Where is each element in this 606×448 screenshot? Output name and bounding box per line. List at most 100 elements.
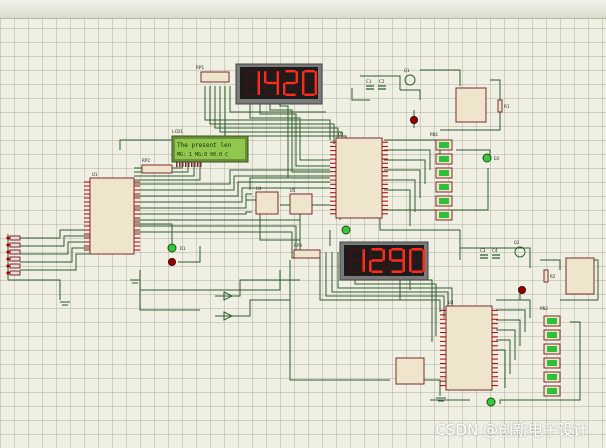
pin: [492, 362, 498, 364]
latch-chip-u2[interactable]: U2: [330, 132, 388, 219]
pin: [330, 213, 336, 215]
pin: [84, 225, 90, 227]
pin: [382, 158, 388, 160]
svg-text:Q1: Q1: [404, 68, 410, 74]
resistor-pack-rp2[interactable]: RP2: [141, 158, 173, 174]
resistor-pack-rp1[interactable]: RP1: [196, 65, 230, 83]
button-terminal: [6, 243, 10, 247]
segment-b: [276, 71, 279, 83]
relay-bank-top[interactable]: RN1: [430, 132, 453, 221]
segment-c: [314, 83, 317, 95]
latch-chip-u3[interactable]: U3: [440, 300, 498, 391]
segment-d: [411, 270, 423, 273]
pin: [84, 241, 90, 243]
segment-c: [257, 83, 260, 95]
display-bottom-digits: [349, 248, 425, 273]
pin: [84, 233, 90, 235]
pin: [382, 209, 388, 211]
pin: [382, 162, 388, 164]
led-d2[interactable]: D2: [482, 153, 500, 163]
segment-e: [283, 83, 286, 95]
segment-d: [391, 270, 403, 273]
transistor-q1[interactable]: Q1: [404, 68, 416, 86]
pin: [440, 332, 446, 334]
pin: [492, 318, 498, 320]
relay-coil: [547, 318, 557, 324]
segment-a: [285, 70, 296, 73]
segment-b: [362, 249, 365, 261]
logic-chip-bottom[interactable]: [395, 357, 425, 385]
led-d1[interactable]: D1: [167, 243, 186, 266]
pin: [330, 200, 336, 202]
pin: [440, 336, 446, 338]
segment-c: [402, 260, 405, 272]
segment-e: [264, 83, 267, 95]
transistor-q2[interactable]: Q2: [514, 240, 526, 258]
pin: [440, 358, 446, 360]
segment-d: [371, 270, 383, 273]
microcontroller-u1[interactable]: U1: [84, 172, 140, 255]
pin: [382, 196, 388, 198]
push-button[interactable]: [9, 235, 21, 241]
segment-e: [245, 83, 248, 95]
push-button-column[interactable]: [6, 235, 21, 276]
svg-text:C4: C4: [492, 248, 498, 254]
segment-g: [266, 81, 277, 85]
pin: [492, 354, 498, 356]
relay-coil: [547, 360, 557, 366]
pin: [134, 201, 140, 203]
segment-a: [247, 70, 258, 73]
pin: [84, 217, 90, 219]
pin: [134, 237, 140, 239]
timer-chip-upper[interactable]: [455, 87, 487, 123]
pin: [84, 209, 90, 211]
pin: [134, 229, 140, 231]
lcd-module[interactable]: The present len MG: 1 MG:0 00.0 C LCD1: [171, 129, 249, 167]
logic-chip-u4[interactable]: U4: [255, 186, 279, 215]
seven-segment-display-top: [235, 63, 323, 105]
segment-e: [369, 260, 372, 272]
logic-chip-u5[interactable]: U5: [289, 188, 313, 215]
svg-text:RP2: RP2: [142, 158, 150, 164]
push-button[interactable]: [9, 263, 21, 269]
pin: [492, 309, 498, 311]
svg-text:RN2: RN2: [540, 306, 548, 312]
pin: [84, 193, 90, 195]
button-terminal: [6, 236, 10, 240]
pin: [382, 145, 388, 147]
pin: [440, 362, 446, 364]
pin: [492, 376, 498, 378]
push-button[interactable]: [9, 256, 21, 262]
pin: [84, 197, 90, 199]
segment-c: [422, 260, 425, 272]
segment-g: [304, 81, 315, 85]
relay-coil: [547, 332, 557, 338]
segment-f: [302, 71, 305, 83]
pin: [440, 327, 446, 329]
relay-coil: [547, 388, 557, 394]
push-button[interactable]: [9, 242, 21, 248]
resistor-pack-rp3[interactable]: RP3: [293, 243, 321, 259]
pin: [382, 154, 388, 156]
pin: [330, 154, 336, 156]
pin: [84, 249, 90, 251]
segment-c: [276, 83, 279, 95]
relay-bank-bottom[interactable]: RN2: [540, 306, 561, 397]
timer-chip-lower[interactable]: [565, 257, 595, 295]
pin: [492, 314, 498, 316]
svg-text:U5: U5: [290, 188, 296, 194]
pin: [440, 318, 446, 320]
relay-coil: [439, 212, 449, 218]
svg-text:U1: U1: [92, 172, 98, 178]
push-button[interactable]: [9, 249, 21, 255]
pin: [134, 185, 140, 187]
pin: [134, 197, 140, 199]
pin: [134, 213, 140, 215]
segment-b: [314, 71, 317, 83]
button-terminal: [6, 257, 10, 261]
pin: [492, 358, 498, 360]
segment-d: [304, 93, 315, 96]
push-button[interactable]: [9, 270, 21, 276]
segment-c: [362, 260, 365, 272]
